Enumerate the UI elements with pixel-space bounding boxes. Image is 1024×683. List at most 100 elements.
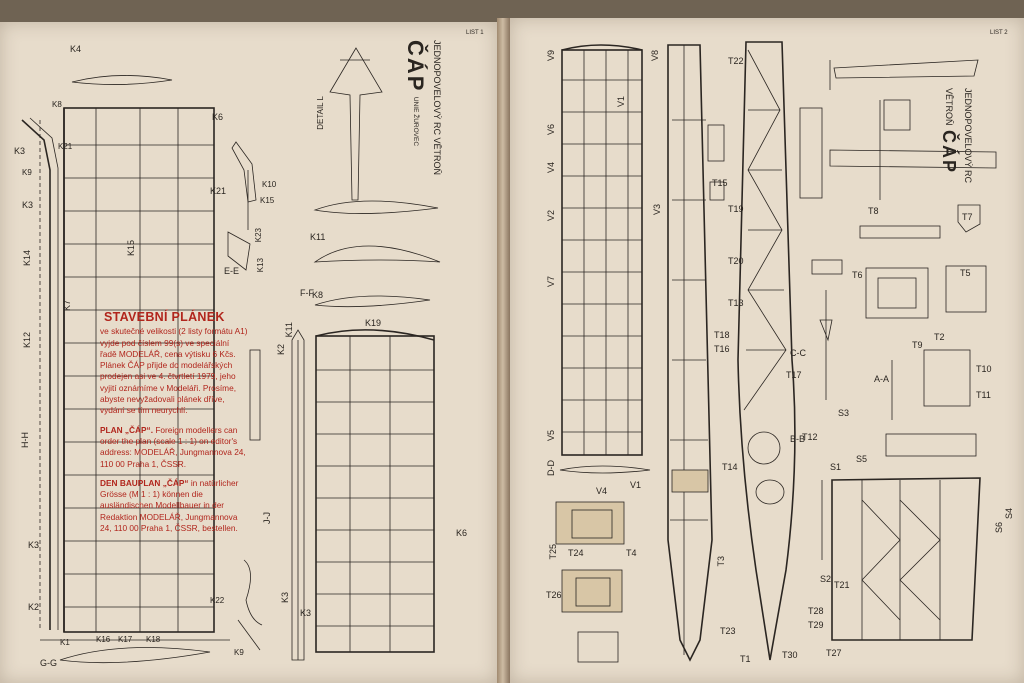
label-t3: T3 — [716, 556, 726, 567]
label-t18: T18 — [714, 330, 730, 340]
label-bb: B-B — [790, 434, 806, 444]
label-v2: V2 — [546, 210, 556, 222]
label-k21b: K21 — [210, 186, 227, 196]
info-english-head: PLAN „ČÁP“. — [100, 424, 154, 435]
title-right-name: ČÁP — [939, 129, 959, 174]
wing-ribs-right — [316, 336, 434, 652]
label-k7: K7 — [62, 300, 72, 312]
label-k11b: K11 — [284, 322, 294, 338]
label-k15: K15 — [126, 240, 136, 257]
label-k9b: K9 — [234, 648, 244, 657]
page-gutter — [497, 18, 510, 683]
label-t12: T12 — [802, 432, 818, 442]
label-s6: S6 — [994, 522, 1004, 534]
label-t13: T13 — [728, 298, 744, 308]
label-v7: V7 — [546, 276, 556, 288]
label-dd: D-D — [546, 460, 556, 476]
label-s4: S4 — [1004, 508, 1014, 520]
label-k3a: K3 — [14, 146, 26, 156]
title-right-line1: JEDNOPOVELOVÝ RC VĚTROŇ — [944, 88, 973, 184]
label-t19: T19 — [728, 204, 744, 214]
label-k3e: K3 — [300, 608, 312, 618]
panel-ribs — [562, 50, 642, 455]
label-t28: T28 — [808, 606, 824, 616]
label-t29: T29 — [808, 620, 824, 630]
info-german-text: in natürlicher Grösse (M 1 : 1) können d… — [100, 477, 239, 534]
label-list-2: LIST 2 — [990, 30, 1008, 36]
title-block-right: JEDNOPOVELOVÝ RC VĚTROŇ ČÁP — [938, 88, 977, 218]
label-k6b: K6 — [456, 528, 468, 538]
label-t11: T11 — [976, 390, 991, 400]
label-t8: T8 — [868, 206, 879, 216]
label-k11a: K11 — [310, 232, 326, 242]
label-s1: S1 — [830, 462, 842, 472]
label-t25: T25 — [548, 544, 558, 560]
label-t24: T24 — [568, 548, 584, 558]
label-k21a: K21 — [58, 142, 73, 151]
label-v6: V6 — [546, 124, 556, 136]
label-v9: V9 — [546, 50, 556, 62]
label-aa: A-A — [874, 374, 890, 384]
label-k3d: K3 — [28, 540, 40, 550]
label-v5: V5 — [546, 430, 556, 442]
label-t30: T30 — [782, 650, 798, 660]
label-cc: C-C — [790, 348, 806, 358]
label-jj: J-J — [262, 512, 272, 524]
info-german-head: DEN BAUPLAN „ČÁP“ — [100, 477, 189, 488]
label-v8: V8 — [650, 50, 660, 62]
label-k16: K16 — [96, 635, 111, 644]
info-german: DEN BAUPLAN „ČÁP“ in natürlicher Grösse … — [100, 478, 248, 534]
label-t10: T10 — [976, 364, 992, 374]
label-k14: K14 — [22, 250, 32, 267]
label-t26: T26 — [546, 590, 562, 600]
label-t20: T20 — [728, 256, 744, 266]
label-t27: T27 — [826, 648, 842, 658]
label-k4: K4 — [70, 44, 82, 54]
label-k2b: K2 — [28, 602, 40, 612]
label-t23: T23 — [720, 626, 736, 636]
title-line1: JEDNOPOVELOVÝ RC VĚTROŇ — [432, 40, 442, 176]
label-t2: T2 — [934, 332, 945, 342]
info-title: STAVEBNÍ PLÁNEK — [104, 310, 225, 324]
label-k18: K18 — [146, 635, 161, 644]
label-list-1: LIST 1 — [466, 30, 484, 36]
label-k2a: K2 — [276, 344, 286, 356]
label-v3: V3 — [652, 204, 662, 216]
label-v4: V4 — [546, 162, 556, 174]
label-k17: K17 — [118, 635, 133, 644]
label-t7: T7 — [962, 212, 973, 222]
label-t4: T4 — [626, 548, 637, 558]
label-s2: S2 — [820, 574, 832, 584]
label-hh: H-H — [20, 432, 30, 448]
label-t15: T15 — [712, 178, 728, 188]
label-k8: K8 — [52, 100, 62, 109]
label-k1: K1 — [60, 638, 70, 647]
label-s3: S3 — [838, 408, 850, 418]
label-detail: DETAIL L — [316, 96, 325, 130]
label-k22: K22 — [210, 596, 225, 605]
wing-ribs-left — [64, 108, 214, 632]
label-k3b: K3 — [22, 200, 34, 210]
title-name: ČÁP — [403, 40, 428, 93]
left-page — [0, 22, 497, 683]
label-t17: T17 — [786, 370, 802, 380]
label-ee: E-E — [224, 266, 240, 276]
label-t22: T22 — [728, 56, 744, 66]
label-v4b: V4 — [596, 486, 608, 496]
label-k6a: K6 — [212, 112, 224, 122]
label-t9: T9 — [912, 340, 923, 350]
title-line3: UNIE ŽUROVEC — [412, 96, 419, 147]
label-gg: G-G — [40, 658, 57, 668]
label-ff: F-F — [300, 288, 314, 298]
label-t16: T16 — [714, 344, 730, 354]
label-v1b: V1 — [630, 480, 642, 490]
label-k10: K10 — [262, 180, 277, 189]
label-t21: T21 — [834, 580, 850, 590]
label-t6: T6 — [852, 270, 863, 280]
label-k9: K9 — [22, 168, 32, 177]
label-k15b: K15 — [260, 196, 275, 205]
label-t14: T14 — [722, 462, 738, 472]
